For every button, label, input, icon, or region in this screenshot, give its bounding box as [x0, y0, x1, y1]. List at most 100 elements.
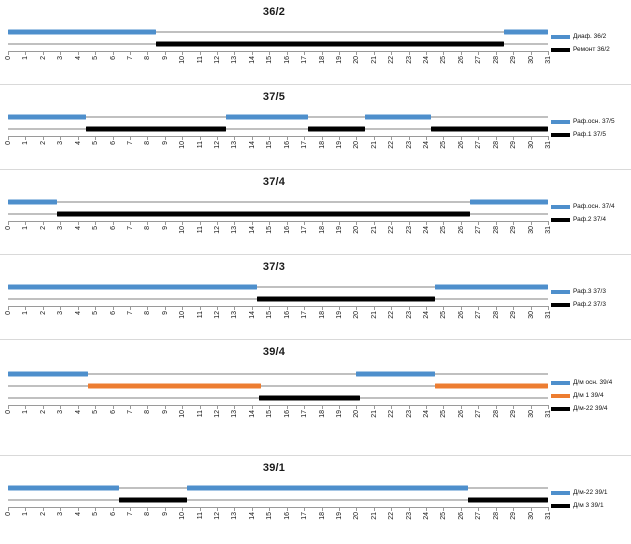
timeline-segment[interactable] [467, 497, 548, 503]
axis-line [8, 507, 548, 508]
timeline-segment[interactable] [8, 29, 157, 35]
axis-tick-label: 29 [510, 141, 518, 149]
legend-item[interactable]: Д/м-22 39/4 [551, 402, 629, 415]
axis-tick [513, 221, 515, 225]
legend-item[interactable]: Д/м 1 39/4 [551, 389, 629, 402]
axis-tick-label: 21 [370, 311, 378, 319]
axis-line [8, 405, 548, 406]
timeline-segment[interactable] [356, 371, 435, 377]
legend-label: Раф.3 37/3 [573, 288, 606, 295]
legend-label: Д/м 3 39/1 [573, 502, 604, 509]
timeline-segment[interactable] [307, 126, 366, 132]
axis-tick [478, 221, 480, 225]
timeline-segment[interactable] [56, 211, 470, 217]
axis-tick [42, 136, 44, 140]
axis-tick [60, 221, 62, 225]
axis-tick-label: 19 [335, 410, 343, 418]
axis-tick-label: 4 [74, 141, 82, 145]
timeline-segment[interactable] [434, 284, 548, 290]
legend-item[interactable]: Д/м-22 39/1 [551, 486, 629, 499]
axis-tick [164, 136, 166, 140]
axis-tick-label: 31 [545, 512, 552, 520]
axis-tick [530, 507, 532, 511]
timeline-segment[interactable] [119, 497, 188, 503]
axis-tick-label: 29 [510, 226, 518, 234]
timeline-segment[interactable] [156, 41, 505, 47]
axis-tick-label: 9 [161, 410, 169, 414]
axis-tick-label: 10 [179, 141, 187, 149]
axis-tick-label: 26 [457, 410, 465, 418]
axis-tick [460, 136, 462, 140]
legend-swatch-icon [551, 503, 570, 508]
legend-label: Диаф. 36/2 [573, 33, 607, 40]
timeline-lane [8, 123, 548, 135]
axis-tick-label: 19 [335, 56, 343, 64]
axis-tick [42, 405, 44, 409]
timeline-segment[interactable] [86, 126, 226, 132]
legend-item[interactable]: Диаф. 36/2 [551, 30, 629, 43]
timeline-segment[interactable] [187, 485, 468, 491]
timeline-segment[interactable] [365, 114, 432, 120]
timeline-lane [8, 293, 548, 305]
axis-tick-label: 30 [527, 226, 535, 234]
axis-tick [321, 136, 323, 140]
timeline-segment[interactable] [434, 383, 548, 389]
axis-tick [513, 306, 515, 310]
axis-tick-label: 8 [144, 56, 152, 60]
axis-tick [460, 306, 462, 310]
timeline-segment[interactable] [8, 485, 120, 491]
axis-tick-label: 22 [388, 141, 396, 149]
legend-item[interactable]: Раф.2 37/4 [551, 213, 629, 226]
axis-tick [391, 405, 393, 409]
axis-tick [426, 221, 428, 225]
timeline-segment[interactable] [8, 114, 87, 120]
legend-item[interactable]: Раф.2 37/3 [551, 298, 629, 311]
timeline-segment[interactable] [88, 383, 261, 389]
chart-title: 39/4 [262, 346, 286, 358]
axis-tick [95, 306, 97, 310]
timeline-segment[interactable] [469, 199, 548, 205]
timeline-segment[interactable] [8, 284, 258, 290]
legend-item[interactable]: Ремонт 36/2 [551, 43, 629, 56]
axis-tick-label: 16 [283, 512, 291, 520]
timeline-segment[interactable] [8, 199, 57, 205]
timeline-segment[interactable] [504, 29, 548, 35]
axis-tick-label: 6 [109, 56, 117, 60]
timeline-segment[interactable] [431, 126, 548, 132]
timeline-segment[interactable] [257, 296, 435, 302]
axis-tick [164, 221, 166, 225]
axis-tick-label: 7 [126, 226, 134, 230]
axis-tick [8, 405, 9, 409]
legend-item[interactable]: Раф.1 37/5 [551, 128, 629, 141]
axis-tick-label: 22 [388, 311, 396, 319]
timeline-segment[interactable] [258, 395, 360, 401]
axis-tick [530, 405, 532, 409]
axis-tick-label: 0 [5, 311, 12, 315]
axis-tick [269, 221, 271, 225]
axis-tick [286, 221, 288, 225]
axis-tick [164, 51, 166, 55]
timeline-segment[interactable] [225, 114, 308, 120]
axis-tick [112, 306, 114, 310]
axis-tick-label: 24 [423, 410, 431, 418]
axis-tick-label: 2 [39, 141, 47, 145]
axis-tick [95, 221, 97, 225]
legend-item[interactable]: Раф.осн. 37/5 [551, 115, 629, 128]
legend-item[interactable]: Раф.осн. 37/4 [551, 200, 629, 213]
axis-tick [269, 51, 271, 55]
axis-tick-label: 13 [231, 512, 239, 520]
axis-tick-label: 28 [492, 141, 500, 149]
axis-tick [25, 136, 27, 140]
legend-item[interactable]: Раф.3 37/3 [551, 285, 629, 298]
axis-tick [478, 405, 480, 409]
axis-tick [304, 136, 306, 140]
legend-item[interactable]: Д/м осн. 39/4 [551, 376, 629, 389]
timeline-segment[interactable] [8, 371, 89, 377]
axis-tick-label: 31 [545, 311, 552, 319]
axis-tick-label: 23 [405, 141, 413, 149]
axis-tick-label: 14 [248, 512, 256, 520]
legend-item[interactable]: Д/м 3 39/1 [551, 499, 629, 512]
